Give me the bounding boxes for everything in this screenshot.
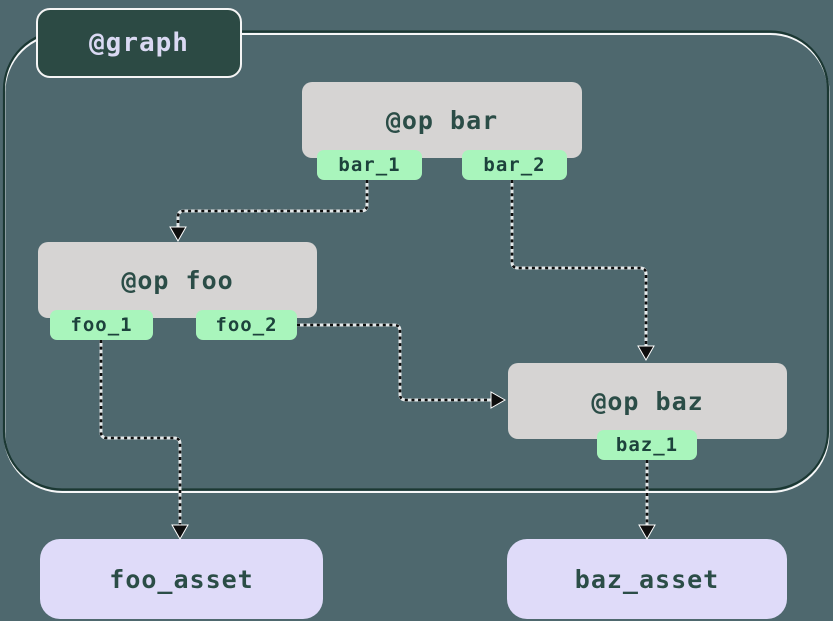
- output-tag-bar-2-label: bar_2: [483, 154, 546, 176]
- asset-node-foo-asset[interactable]: foo_asset: [40, 539, 323, 619]
- output-tag-foo-2[interactable]: foo_2: [196, 310, 297, 340]
- output-tag-bar-2[interactable]: bar_2: [462, 150, 567, 180]
- graph-node[interactable]: @graph: [36, 8, 242, 78]
- edge-foo1-to-foo-asset: [99, 340, 189, 541]
- graph-node-label: @graph: [89, 28, 189, 58]
- output-tag-foo-1-label: foo_1: [70, 314, 133, 336]
- output-tag-foo-2-label: foo_2: [215, 314, 278, 336]
- asset-foo-label: foo_asset: [109, 564, 254, 594]
- edge-baz1-to-baz-asset: [638, 460, 656, 541]
- op-foo-label: @op foo: [121, 265, 234, 295]
- output-tag-baz-1-label: baz_1: [615, 434, 679, 456]
- output-tag-bar-1[interactable]: bar_1: [317, 150, 422, 180]
- asset-baz-label: baz_asset: [574, 564, 720, 594]
- op-bar-label: @op bar: [385, 105, 499, 135]
- arrowhead-down-foo-asset: [171, 524, 189, 541]
- op-baz-label: @op baz: [591, 386, 704, 416]
- asset-node-baz-asset[interactable]: baz_asset: [507, 539, 787, 619]
- output-tag-bar-1-label: bar_1: [338, 154, 401, 176]
- op-node-bar[interactable]: @op bar bar_1 bar_2: [302, 82, 582, 180]
- edge-bar1-to-foo: [169, 180, 369, 243]
- arrowhead-right-baz: [490, 391, 507, 409]
- arrowhead-down-baz: [637, 345, 655, 362]
- op-node-baz[interactable]: @op baz baz_1: [508, 363, 787, 460]
- arrowhead-down-foo: [169, 226, 187, 243]
- output-tag-baz-1[interactable]: baz_1: [597, 430, 697, 460]
- edge-foo2-to-baz: [297, 323, 507, 409]
- edge-bar2-to-baz: [510, 180, 655, 362]
- arrowhead-down-baz-asset: [638, 524, 656, 541]
- op-node-foo[interactable]: @op foo foo_1 foo_2: [38, 242, 317, 340]
- output-tag-foo-1[interactable]: foo_1: [50, 310, 153, 340]
